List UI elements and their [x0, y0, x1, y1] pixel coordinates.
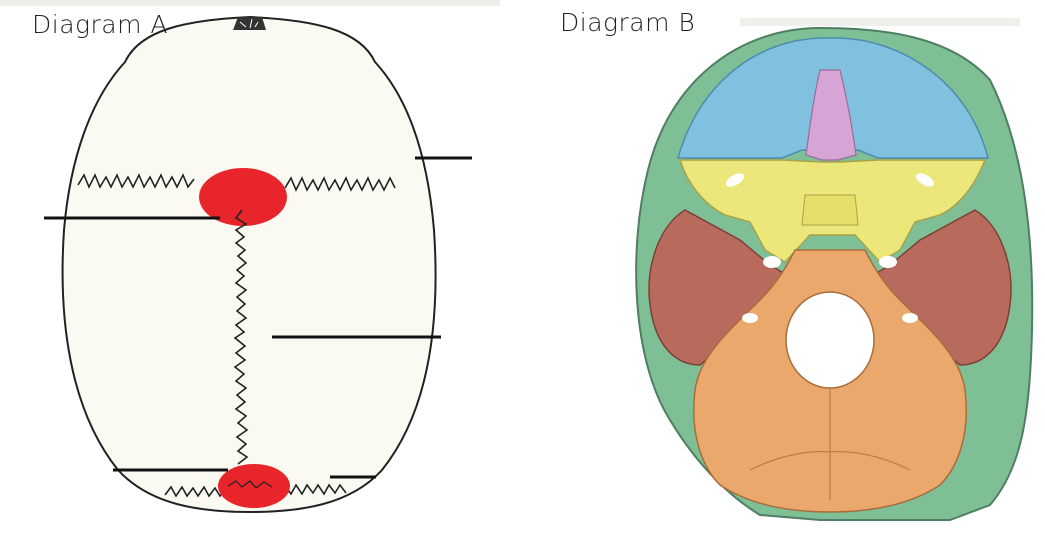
diagram-a-panel: Diagram A: [0, 0, 500, 540]
coronal-suture: [77, 173, 396, 192]
anterior-fontanel: [199, 168, 287, 226]
lambdoid-suture: [164, 483, 347, 498]
skull-top-nub: [233, 17, 266, 30]
diagram-b-figure: [635, 18, 1034, 521]
diagram-b-panel: Diagram B: [520, 0, 1045, 540]
skull-outline: [61, 15, 437, 514]
ethmoid-bone: [805, 69, 857, 161]
diagram-b-title: Diagram B: [560, 8, 696, 37]
sagittal-suture: [233, 209, 249, 465]
top-border-strip: [0, 0, 500, 6]
diagram-a-figure: [0, 0, 500, 514]
diagram-a-title: Diagram A: [32, 10, 169, 39]
foramen-magnum: [785, 291, 875, 389]
